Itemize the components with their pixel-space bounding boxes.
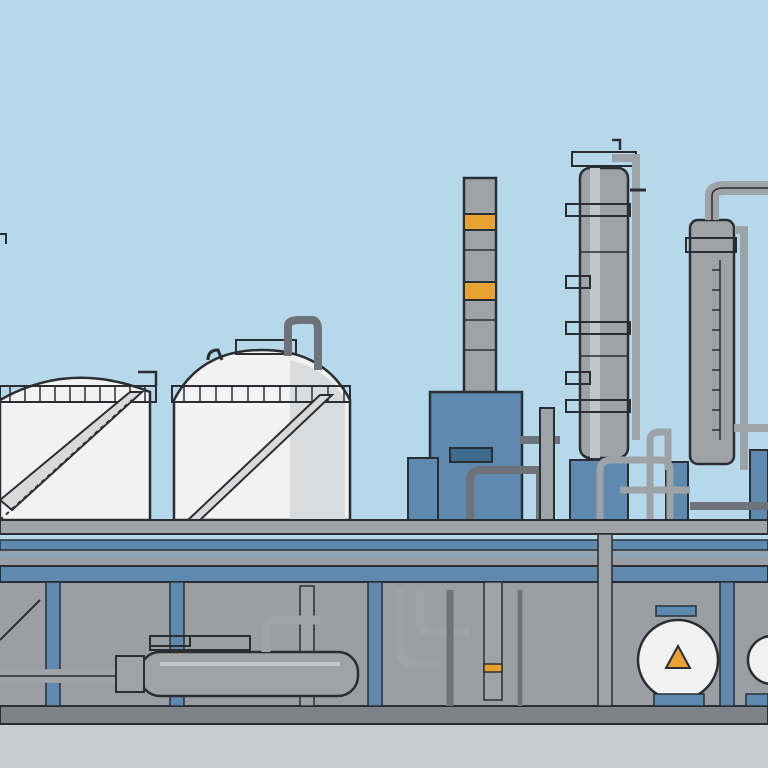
sphere-tank-left — [636, 605, 720, 707]
distillation-column-left — [565, 138, 646, 460]
smokestack — [462, 176, 498, 396]
ground-strip — [0, 722, 768, 768]
ground-edge — [0, 705, 768, 725]
storage-tank-center — [171, 316, 352, 522]
sphere-tank-right — [745, 635, 768, 707]
process-unit — [569, 428, 768, 521]
storage-tank-left — [0, 370, 158, 522]
warning-triangle-icon — [664, 643, 692, 669]
antenna-pole — [0, 233, 7, 244]
horizontal-vessel — [115, 615, 360, 698]
